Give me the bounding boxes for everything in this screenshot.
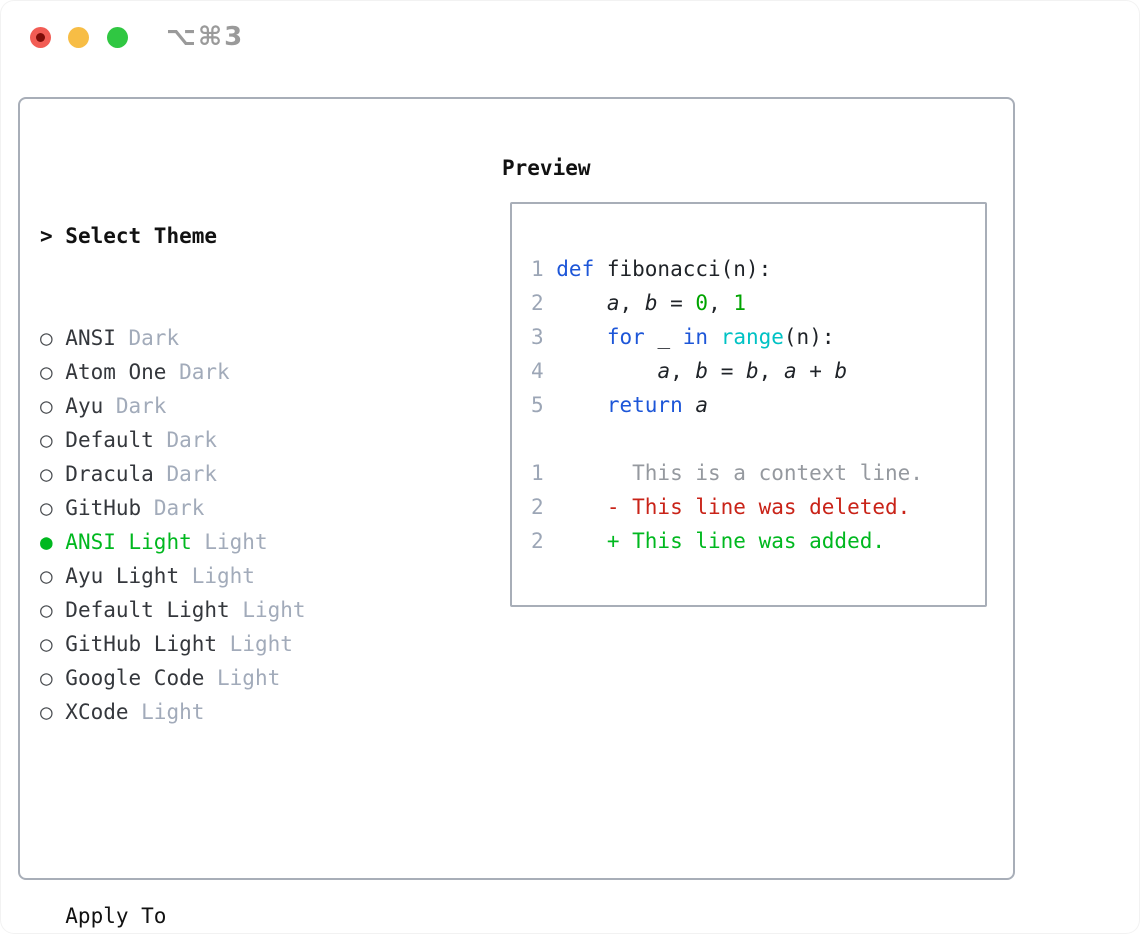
radio-unselected-icon: ○ <box>40 428 53 452</box>
option-label: XCode <box>52 700 129 724</box>
radio-unselected-icon: ○ <box>40 360 53 384</box>
spacer <box>40 797 394 831</box>
radio-unselected-icon: ○ <box>40 598 53 622</box>
minimize-button[interactable] <box>68 27 89 48</box>
theme-list-column: > Select Theme ○ ANSI Dark○ Atom One Dar… <box>40 151 394 934</box>
radio-unselected-icon: ○ <box>40 326 53 350</box>
option-variant-label: Dark <box>115 326 180 350</box>
option-variant-label: Dark <box>166 360 230 384</box>
radio-unselected-icon: ○ <box>40 564 53 588</box>
radio-selected-icon: ● <box>40 530 53 554</box>
close-dot-icon <box>36 33 45 42</box>
option-label: Ayu Light <box>52 564 180 588</box>
line-number: 3 <box>531 325 544 349</box>
radio-unselected-icon: ○ <box>40 496 53 520</box>
option-label: GitHub <box>52 496 142 520</box>
line-number: 2 <box>531 291 544 315</box>
code-line: 5 return a <box>531 388 923 422</box>
option-variant-label: Light <box>128 700 205 724</box>
theme-option-ayu-light[interactable]: ○ Ayu Light Light <box>40 559 394 593</box>
option-label: ANSI <box>52 326 116 350</box>
apply-to-header: Apply To <box>40 904 167 928</box>
option-variant-label: Dark <box>103 394 167 418</box>
window-title: ⌥⌘3 <box>166 22 245 52</box>
code-line: 1 This is a context line. <box>531 456 923 490</box>
code-line: 4 a, b = b, a + b <box>531 354 923 388</box>
theme-option-ansi-light[interactable]: ● ANSI Light Light <box>40 525 394 559</box>
radio-unselected-icon: ○ <box>40 666 53 690</box>
code-line: 2 a, b = 0, 1 <box>531 286 923 320</box>
theme-picker-panel: > Select Theme ○ ANSI Dark○ Atom One Dar… <box>18 97 1015 928</box>
line-number: 1 <box>531 257 544 281</box>
code-line: 2 + This line was added. <box>531 524 923 558</box>
option-label: Atom One <box>52 360 167 384</box>
option-variant-label: Light <box>217 632 293 656</box>
option-variant-label: Light <box>191 530 268 554</box>
option-variant-label: Light <box>229 598 306 622</box>
zoom-button[interactable] <box>107 27 128 48</box>
option-variant-label: Dark <box>141 496 205 520</box>
line-number: 5 <box>531 393 544 417</box>
option-label: ANSI Light <box>52 530 192 554</box>
radio-unselected-icon: ○ <box>40 632 53 656</box>
code-line <box>531 422 923 456</box>
option-label: Default <box>52 428 154 452</box>
code-line: 2 - This line was deleted. <box>531 490 923 524</box>
option-label: GitHub Light <box>52 632 218 656</box>
close-button[interactable] <box>30 27 51 48</box>
option-variant-label: Light <box>179 564 255 588</box>
theme-option-xcode[interactable]: ○ XCode Light <box>40 695 394 729</box>
theme-option-github-light[interactable]: ○ GitHub Light Light <box>40 627 394 661</box>
cursor-marker: > <box>40 224 66 248</box>
theme-option-ayu[interactable]: ○ Ayu Dark <box>40 389 394 423</box>
theme-option-default[interactable]: ○ Default Dark <box>40 423 394 457</box>
radio-unselected-icon: ○ <box>40 700 53 724</box>
option-label: Default Light <box>52 598 230 622</box>
option-label: Dracula <box>52 462 154 486</box>
theme-option-default-light[interactable]: ○ Default Light Light <box>40 593 394 627</box>
line-number: 1 <box>531 461 544 485</box>
theme-option-google-code[interactable]: ○ Google Code Light <box>40 661 394 695</box>
theme-option-dracula[interactable]: ○ Dracula Dark <box>40 457 394 491</box>
line-number: 2 <box>531 529 544 553</box>
code-line: 3 for _ in range(n): <box>531 320 923 354</box>
preview-header: Preview <box>502 156 591 180</box>
titlebar: ⌥⌘3 <box>0 0 1140 70</box>
select-theme-header: > Select Theme <box>40 219 394 253</box>
radio-unselected-icon: ○ <box>40 462 53 486</box>
option-variant-label: Dark <box>153 462 218 486</box>
theme-option-github[interactable]: ○ GitHub Dark <box>40 491 394 525</box>
theme-options-list: ○ ANSI Dark○ Atom One Dark○ Ayu Dark○ De… <box>40 321 394 729</box>
line-number: 2 <box>531 495 544 519</box>
option-variant-label: Light <box>204 666 281 690</box>
radio-unselected-icon: ○ <box>40 394 53 418</box>
theme-option-atom-one[interactable]: ○ Atom One Dark <box>40 355 394 389</box>
select-theme-title: Select Theme <box>65 224 218 248</box>
theme-option-ansi[interactable]: ○ ANSI Dark <box>40 321 394 355</box>
option-label: Ayu <box>52 394 104 418</box>
option-variant-label: Dark <box>153 428 218 452</box>
option-label: Google Code <box>52 666 205 690</box>
line-number: 4 <box>531 359 544 383</box>
